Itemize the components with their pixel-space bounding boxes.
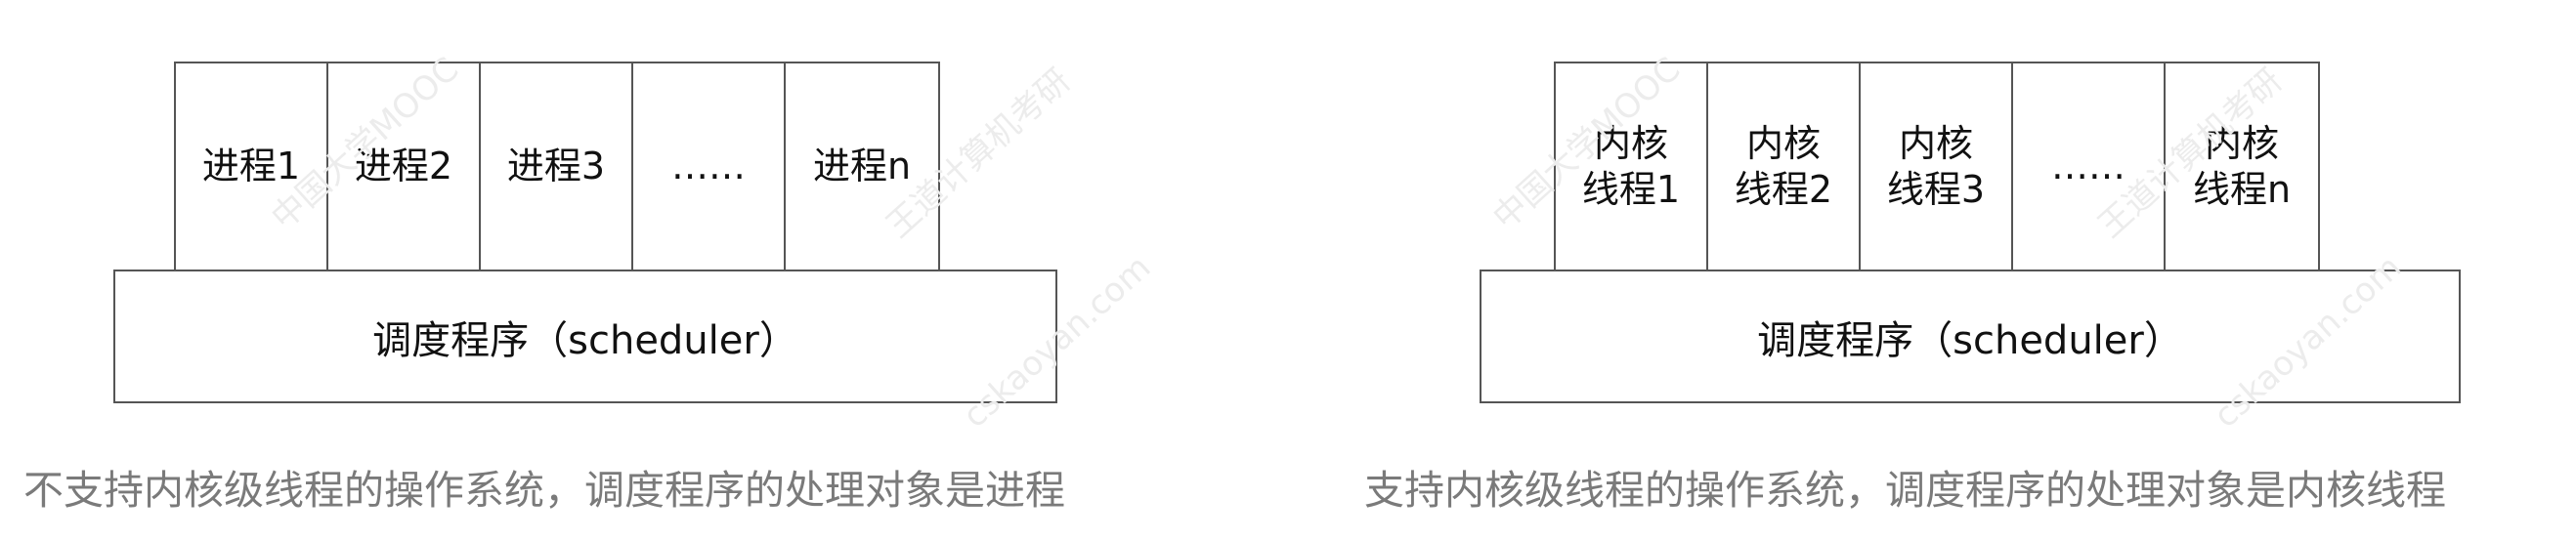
right-diagram: 内核 线程1 内核 线程2 内核 线程3 …… 内核 线程n 调度程序（sche… <box>1288 0 2576 540</box>
caption: 支持内核级线程的操作系统，调度程序的处理对象是内核线程 <box>1364 467 2446 514</box>
process-box-1: 进程1 <box>176 63 328 270</box>
caption: 不支持内核级线程的操作系统，调度程序的处理对象是进程 <box>23 467 1065 514</box>
process-box-ellipsis: …… <box>633 63 786 270</box>
scheduler-box: 调度程序（scheduler） <box>1480 270 2461 403</box>
kernel-thread-box-2: 内核 线程2 <box>1708 63 1861 270</box>
kernel-thread-box-3: 内核 线程3 <box>1861 63 2013 270</box>
kernel-thread-box-row: 内核 线程1 内核 线程2 内核 线程3 …… 内核 线程n <box>1554 62 2320 272</box>
kernel-thread-box-ellipsis: …… <box>2013 63 2166 270</box>
kernel-thread-box-n: 内核 线程n <box>2166 63 2318 270</box>
left-diagram: 进程1 进程2 进程3 …… 进程n 调度程序（scheduler） 不支持内核… <box>23 62 1065 514</box>
scheduler-box: 调度程序（scheduler） <box>113 270 1057 403</box>
process-box-n: 进程n <box>786 63 938 270</box>
kernel-thread-box-1: 内核 线程1 <box>1556 63 1708 270</box>
process-box-2: 进程2 <box>328 63 481 270</box>
process-box-3: 进程3 <box>481 63 633 270</box>
process-box-row: 进程1 进程2 进程3 …… 进程n <box>174 62 940 272</box>
